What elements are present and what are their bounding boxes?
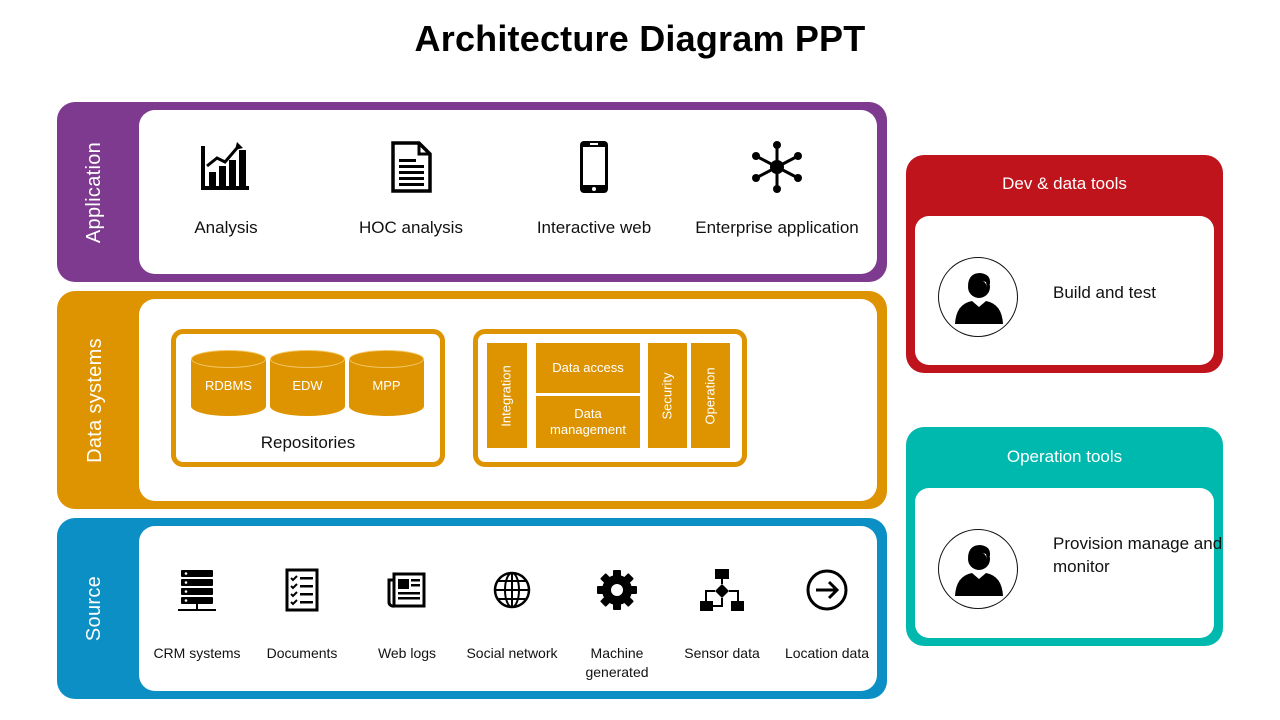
network-hub-icon bbox=[752, 141, 802, 193]
source-item-label: Location data bbox=[784, 645, 870, 661]
source-item-location-data: Location data bbox=[775, 568, 879, 663]
dev-data-tools-card: Dev & data tools Build and test bbox=[906, 155, 1223, 373]
source-item-label: Machine generated bbox=[585, 645, 649, 680]
build-and-test-label: Build and test bbox=[1053, 283, 1157, 302]
data-systems-layer-label: Data systems bbox=[83, 337, 106, 463]
security-label: Security bbox=[659, 372, 675, 419]
operation-tools-body: Provision manage and monitor bbox=[915, 488, 1222, 638]
integration-block: Integration bbox=[487, 343, 527, 448]
source-item-sensor-data: Sensor data bbox=[670, 568, 774, 663]
checklist-icon bbox=[285, 568, 319, 612]
app-item-label: HOC analysis bbox=[359, 218, 463, 237]
source-layer-label: Source bbox=[83, 575, 106, 642]
data-systems-layer: Data systems RDBMS EDW MPP Repositories … bbox=[57, 291, 887, 509]
newspaper-icon bbox=[387, 572, 426, 608]
dev-data-tools-title: Dev & data tools bbox=[1002, 174, 1127, 193]
data-systems-panel: RDBMS EDW MPP Repositories Integration D… bbox=[139, 299, 877, 501]
application-layer-label: Application bbox=[83, 141, 106, 243]
provision-manage-monitor-label: Provision manage and monitor bbox=[1053, 534, 1223, 576]
repositories-box: RDBMS EDW MPP Repositories bbox=[171, 329, 445, 467]
user-icon bbox=[938, 257, 1018, 337]
security-block: Security bbox=[648, 343, 687, 448]
app-item-label: Interactive web bbox=[536, 218, 652, 237]
data-access-block: Data access bbox=[536, 343, 640, 393]
user-icon bbox=[938, 529, 1018, 609]
arrow-circle-icon bbox=[806, 569, 848, 611]
data-management-label: Data management bbox=[550, 406, 626, 437]
operation-block: Operation bbox=[691, 343, 730, 448]
source-item-documents: Documents bbox=[250, 568, 354, 663]
smartphone-icon bbox=[580, 141, 608, 193]
app-item-enterprise-application: Enterprise application bbox=[692, 140, 862, 239]
app-item-hoc-analysis: HOC analysis bbox=[326, 140, 496, 239]
operation-label: Operation bbox=[702, 366, 718, 425]
source-item-label: Sensor data bbox=[684, 645, 760, 661]
server-icon bbox=[178, 570, 216, 611]
source-panel: CRM systems Documents bbox=[139, 526, 877, 691]
globe-icon bbox=[493, 571, 531, 609]
source-item-crm: CRM systems bbox=[145, 568, 249, 663]
source-item-label: Social network bbox=[466, 645, 558, 661]
app-item-analysis: Analysis bbox=[141, 140, 311, 239]
operation-tools-card: Operation tools Provision manage and mon… bbox=[906, 427, 1223, 646]
database-label: RDBMS bbox=[205, 378, 252, 393]
data-access-label: Data access bbox=[552, 360, 624, 375]
database-cylinder-mpp: MPP bbox=[349, 350, 424, 416]
app-item-label: Analysis bbox=[194, 218, 258, 237]
application-layer: Application Analysis bbox=[57, 102, 887, 282]
database-cylinder-edw: EDW bbox=[270, 350, 345, 416]
source-item-social-network: Social network bbox=[460, 568, 564, 663]
source-item-web-logs: Web logs bbox=[355, 568, 459, 663]
application-panel: Analysis HOC analysis Interactive web bbox=[139, 110, 877, 274]
data-management-block: Data management bbox=[536, 396, 640, 448]
operation-tools-title: Operation tools bbox=[1006, 447, 1123, 466]
database-label: MPP bbox=[372, 378, 401, 393]
app-item-interactive-web: Interactive web bbox=[509, 140, 679, 239]
source-layer: Source CRM systems bbox=[57, 518, 887, 699]
app-item-label: Enterprise application bbox=[695, 218, 859, 237]
data-systems-layer-label-wrap: Data systems bbox=[57, 291, 133, 509]
source-item-label: Documents bbox=[266, 645, 338, 661]
repositories-label: Repositories bbox=[260, 433, 356, 452]
database-label: EDW bbox=[292, 378, 323, 393]
integration-label: Integration bbox=[499, 364, 514, 427]
source-item-machine-generated: Machine generated bbox=[565, 568, 669, 682]
source-layer-label-wrap: Source bbox=[57, 518, 133, 699]
document-icon bbox=[391, 141, 432, 193]
bar-chart-icon bbox=[201, 142, 249, 190]
source-item-label: CRM systems bbox=[153, 645, 241, 661]
gear-icon bbox=[597, 570, 637, 610]
database-cylinder-rdbms: RDBMS bbox=[191, 350, 266, 416]
dev-data-tools-body: Build and test bbox=[915, 216, 1214, 365]
flowchart-icon bbox=[700, 569, 744, 611]
data-management-box: Integration Data access Data management … bbox=[473, 329, 747, 467]
page-title: Architecture Diagram PPT bbox=[414, 18, 866, 59]
application-layer-label-wrap: Application bbox=[57, 102, 133, 282]
source-item-label: Web logs bbox=[377, 645, 437, 661]
